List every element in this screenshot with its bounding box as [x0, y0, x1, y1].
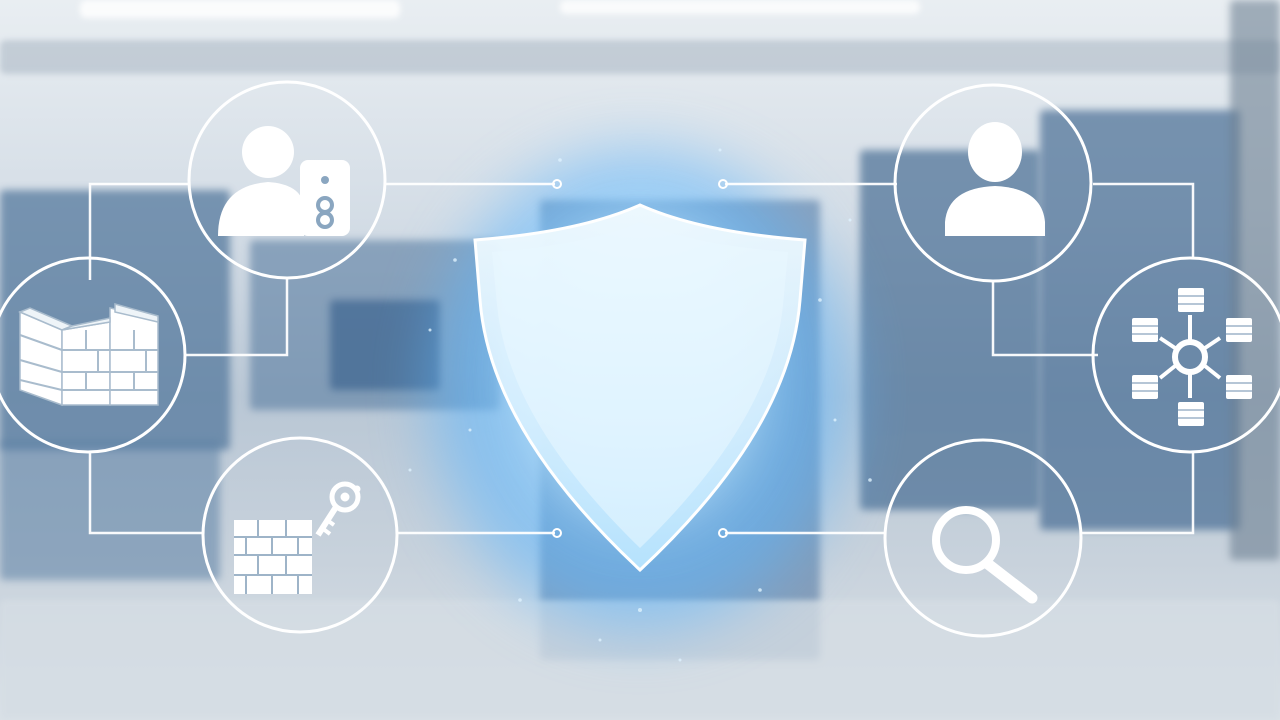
ring-user-lock: [187, 80, 387, 280]
user-icon: [945, 122, 1045, 236]
connector-node: [552, 528, 562, 538]
network-icon: [1132, 288, 1252, 426]
ring-network: [1091, 256, 1280, 454]
connector-lines: [88, 182, 1195, 535]
ring-search: [883, 438, 1083, 638]
server-rack: [330, 300, 440, 390]
brick-key-icon: [234, 481, 361, 594]
connector-nodes: [552, 179, 728, 538]
connector-line: [991, 280, 1098, 357]
connector-line: [1082, 452, 1195, 535]
ceiling-light: [560, 0, 920, 14]
connector-line: [185, 278, 289, 357]
connector-node: [718, 179, 728, 189]
firewall-icon: [18, 303, 159, 407]
connector-line: [1093, 182, 1195, 258]
server-rack: [1230, 0, 1280, 560]
ring-brick-key: [201, 436, 399, 634]
connector-node: [718, 528, 728, 538]
connector-node: [552, 179, 562, 189]
ceiling-light: [80, 0, 400, 18]
ceiling-beam: [0, 40, 1280, 74]
magnifier-icon: [932, 506, 1038, 604]
sparkle-dots: [408, 148, 872, 662]
connector-line: [88, 452, 203, 535]
shield-icon: [473, 203, 807, 573]
user-lock-icon: [218, 126, 350, 236]
icon-rings: [0, 80, 1280, 638]
connector-line: [88, 182, 190, 280]
ring-firewall: [0, 256, 187, 454]
server-rack: [0, 440, 220, 580]
ring-user: [893, 83, 1093, 283]
